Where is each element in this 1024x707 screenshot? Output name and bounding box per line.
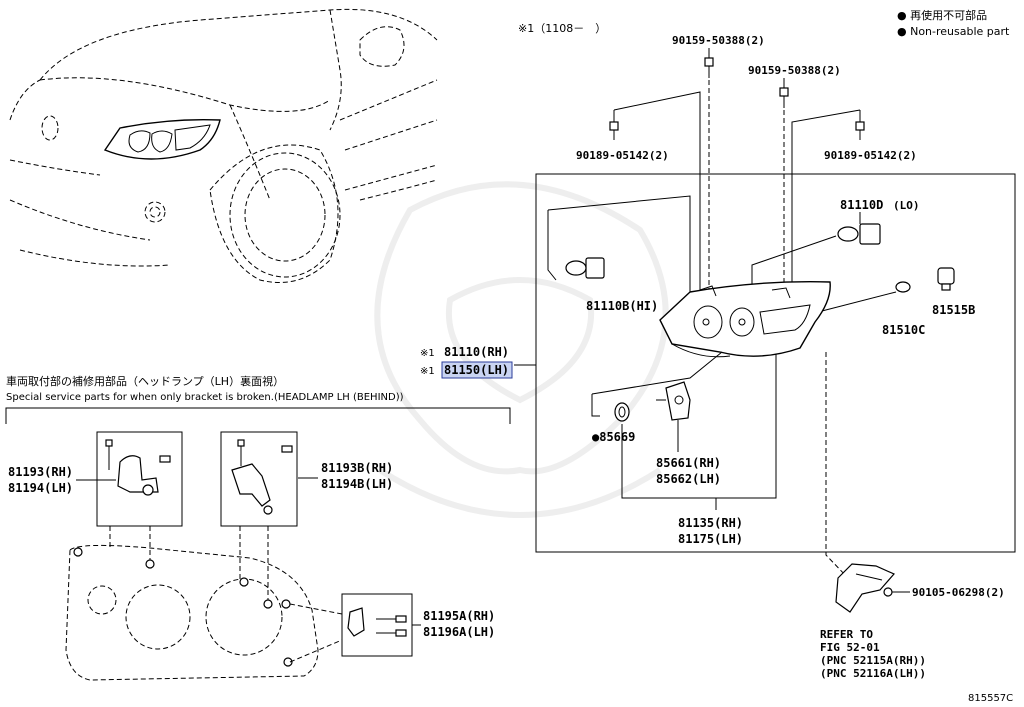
label-bracket-81193b-rh[interactable]: 81193B(RH)	[321, 461, 393, 475]
refer-line-4: (PNC 52116A(LH))	[820, 667, 926, 680]
label-actuator-85662-lh[interactable]: 85662(LH)	[656, 472, 721, 486]
label-actuator-85661-rh[interactable]: 85661(RH)	[656, 456, 721, 470]
bracket-a-box	[96, 431, 183, 527]
wedge-bulb-icon	[895, 281, 911, 293]
legend-en: ● Non-reusable part	[897, 25, 1010, 38]
bracket-a-icon	[105, 439, 171, 496]
label-bulb-hi-81110b[interactable]: 81110B(HI)	[586, 299, 658, 313]
headlamp-back-plate	[65, 544, 319, 681]
label-cover-81135-rh[interactable]: 81135(RH)	[678, 516, 743, 530]
legend-jp: ● 再使用不可部品	[897, 8, 987, 22]
label-gasket-85669[interactable]: ●85669	[592, 430, 635, 444]
headlamp-housing	[659, 281, 831, 358]
label-screw-90105[interactable]: 90105-06298(2)	[912, 586, 1005, 599]
bulb-lo-icon	[837, 223, 881, 245]
label-socket-81515b[interactable]: 81515B	[932, 303, 975, 317]
gasket-icon	[614, 402, 630, 422]
label-bolt-90159-b[interactable]: 90159-50388(2)	[748, 64, 841, 77]
bolt-icon	[609, 57, 865, 140]
mark-note-1: ※1	[420, 348, 435, 359]
bracket-c-icon	[347, 607, 407, 637]
label-bulb-lo-81110d[interactable]: 81110D	[840, 198, 883, 212]
label-assy-81150-lh[interactable]: 81150(LH)	[444, 363, 509, 377]
bulb-hi-icon	[565, 257, 605, 279]
label-assy-81110-rh[interactable]: 81110(RH)	[444, 345, 509, 359]
label-bracket-81196a-lh[interactable]: 81196A(LH)	[423, 625, 495, 639]
highlight-81150	[441, 361, 513, 379]
label-cover-81175-lh[interactable]: 81175(LH)	[678, 532, 743, 546]
label-bracket-81194b-lh[interactable]: 81194B(LH)	[321, 477, 393, 491]
label-bulb-lo-suffix: (LO)	[893, 199, 920, 212]
watermark-emblem	[374, 181, 669, 518]
label-bulb-81510c[interactable]: 81510C	[882, 323, 925, 337]
label-screw-90189-b[interactable]: 90189-05142(2)	[824, 149, 917, 162]
leveling-actuator-icon	[656, 381, 691, 421]
mark-note-2: ※1	[420, 366, 435, 377]
bracket-b-icon	[231, 439, 293, 515]
service-title-jp: 車両取付部の補修用部品（ヘッドランプ（LH）裏面視）	[6, 374, 284, 388]
headlamp-assy-frame	[535, 173, 1016, 553]
label-bracket-81195a-rh[interactable]: 81195A(RH)	[423, 609, 495, 623]
refer-line-2[interactable]: FIG 52-01	[820, 641, 880, 654]
car-front-illustration	[9, 8, 438, 283]
service-title-en: Special service parts for when only brac…	[6, 392, 404, 403]
mounting-bracket-icon	[835, 563, 895, 613]
bracket-b-box	[220, 431, 298, 527]
label-bolt-90159-a[interactable]: 90159-50388(2)	[672, 34, 765, 47]
label-bracket-81193-rh[interactable]: 81193(RH)	[8, 465, 73, 479]
label-bracket-81194-lh[interactable]: 81194(LH)	[8, 481, 73, 495]
socket-icon	[937, 267, 955, 291]
refer-line-1: REFER TO	[820, 628, 873, 641]
refer-line-3: (PNC 52115A(RH))	[820, 654, 926, 667]
figure-id: 815557C	[968, 693, 1013, 704]
label-screw-90189-a[interactable]: 90189-05142(2)	[576, 149, 669, 162]
note-mark-1108: ※1（1108－ ）	[518, 22, 606, 35]
